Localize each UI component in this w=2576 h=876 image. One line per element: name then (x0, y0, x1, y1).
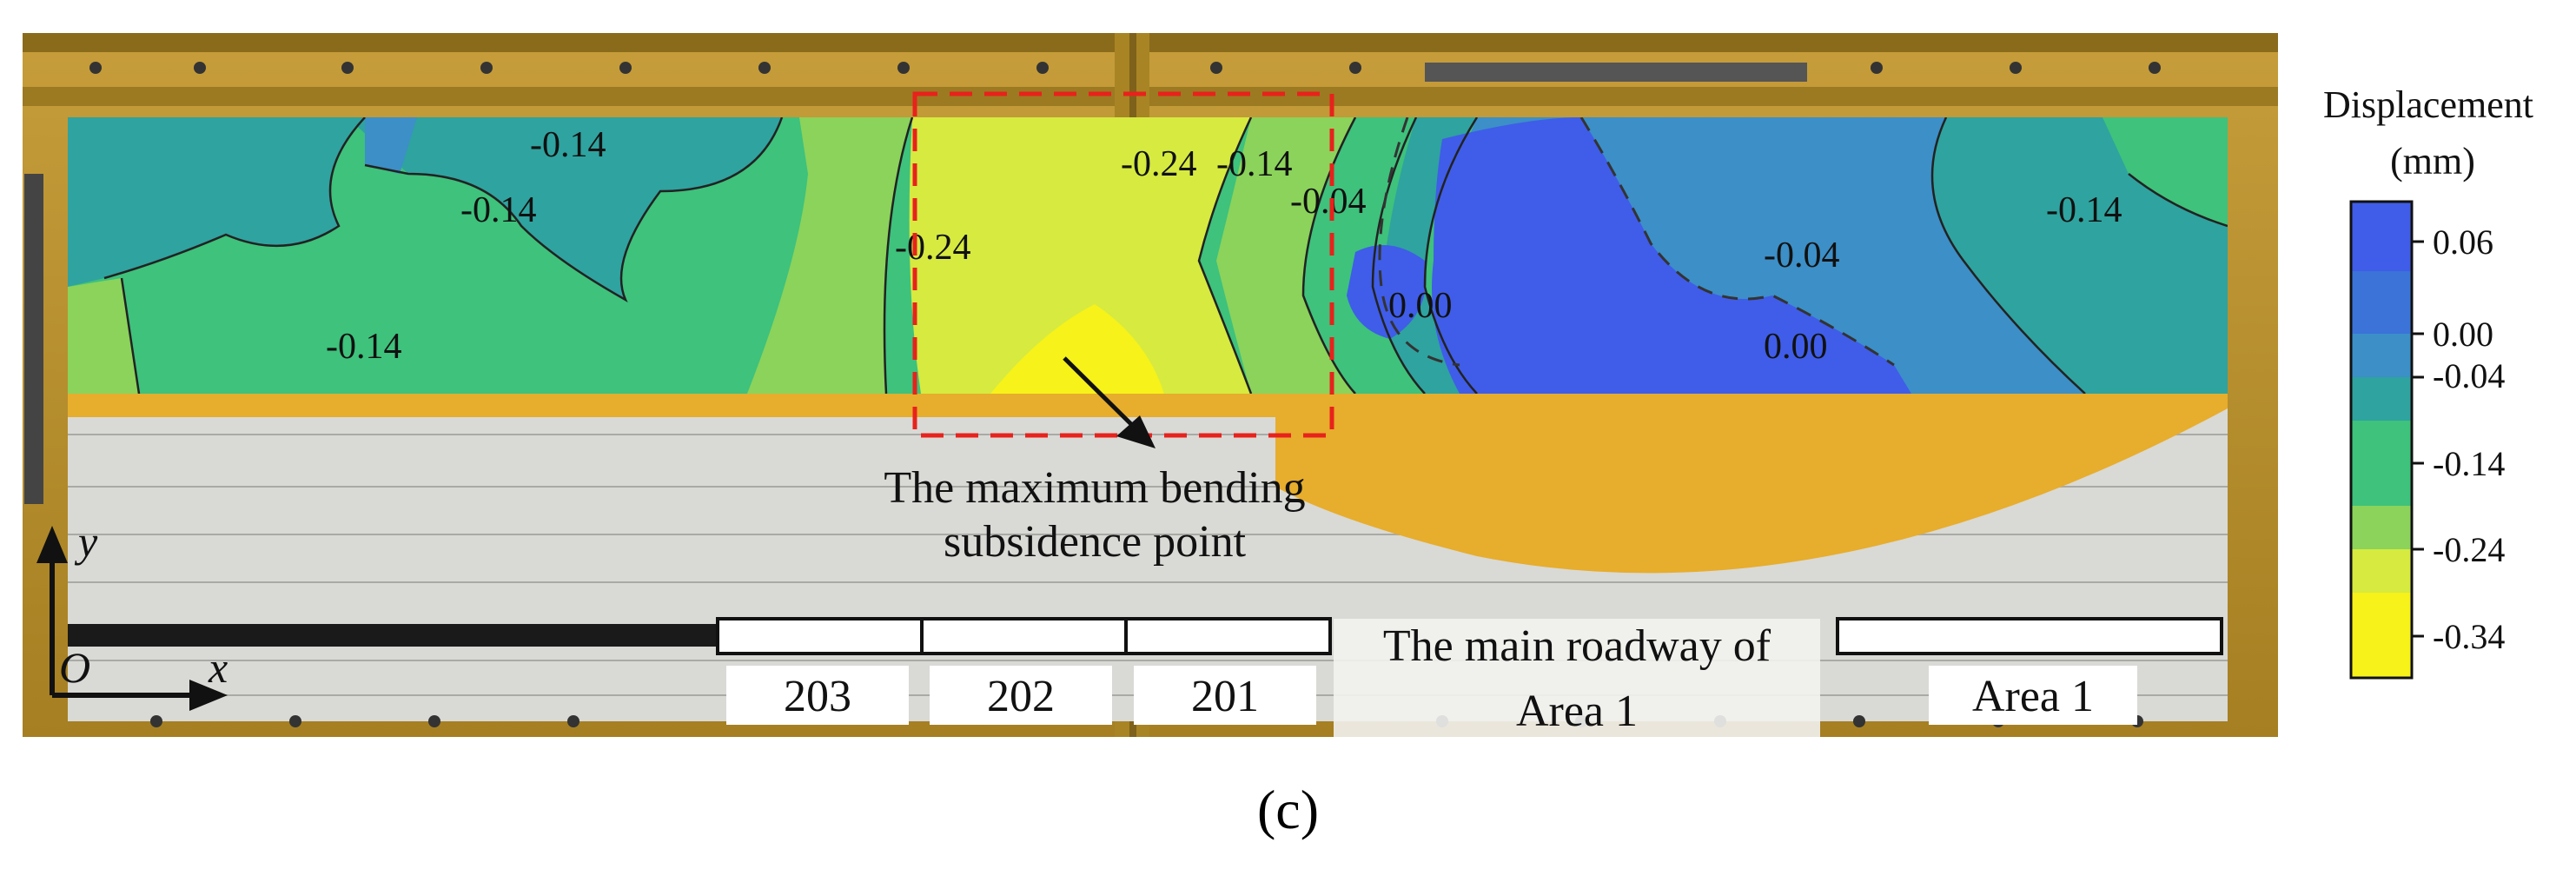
coordinate-axes: y O x (36, 517, 228, 711)
colorbar-tick-label: 0.00 (2433, 315, 2493, 354)
colorbar-title: Displacement (2323, 83, 2533, 126)
x-axis-label: x (208, 643, 228, 692)
annotation-text: The maximum bending subsidence point (884, 463, 1305, 567)
x-axis-arrow-icon (189, 680, 228, 711)
contour-band-positive-spot (1347, 245, 1427, 339)
colorbar-tick-label: 0.06 (2433, 222, 2493, 262)
contour-label: -0.04 (1764, 236, 1840, 275)
colorbar-swatch (2351, 593, 2412, 678)
main-roadway-box (1334, 619, 1820, 737)
annotation-arrow (1063, 356, 1156, 448)
panel-203-box (726, 666, 909, 725)
panel-bar (716, 617, 1332, 655)
main-roadway-label-line-1: The main roadway of (1383, 621, 1771, 671)
colorbar-tick-label: -0.34 (2433, 617, 2505, 656)
y-axis-label: y (74, 517, 98, 566)
area-1-box (1929, 666, 2137, 725)
area-1-label: Area 1 (1972, 672, 2094, 721)
contour-label: -0.14 (326, 327, 402, 367)
colorbar-swatch (2351, 549, 2412, 593)
contour-label: -0.14 (530, 125, 606, 165)
contour-band-transition (1216, 117, 1355, 394)
colorbar-tick-label: -0.04 (2433, 356, 2505, 395)
colorbar-tick-label: -0.24 (2433, 530, 2505, 569)
panel-202-label: 202 (987, 672, 1055, 721)
displacement-contour-map (68, 117, 2228, 394)
colorbar-swatch (2351, 506, 2412, 549)
colorbar-swatch (2351, 202, 2412, 271)
panel-203-label: 203 (784, 672, 851, 721)
colorbar-swatch (2351, 271, 2412, 334)
area-1: Area 1 (1836, 617, 2223, 725)
contour-band-blue-spot (365, 117, 417, 174)
colorbar-unit: (mm) (2390, 140, 2475, 182)
colorbar-swatch (2351, 421, 2412, 506)
contour-band-positive-main (1432, 117, 1911, 394)
panel-201-label: 201 (1191, 672, 1259, 721)
colorbar: Displacement (mm) 0.06 0.00 -0.04 -0.14 … (2323, 83, 2533, 680)
frame-top-rail (23, 33, 2278, 52)
working-panels: 203 202 201 (716, 617, 1332, 725)
contour-band-minus-0.24 (909, 117, 1251, 394)
subsidence-zone (1275, 391, 2228, 574)
main-roadway-label-line-2: Area 1 (1516, 687, 1638, 736)
y-axis-arrow-icon (36, 526, 68, 563)
contour-label: 0.00 (1388, 286, 1453, 326)
annotation-line-2: subsidence point (944, 517, 1247, 567)
contour-label: -0.24 (895, 228, 971, 268)
max-subsidence-region-box (912, 91, 1334, 438)
sand-strip (68, 391, 1275, 417)
colorbar-swatch (2351, 377, 2412, 421)
main-roadway: The main roadway of Area 1 (1334, 619, 1820, 737)
zero-displacement-dashed-line (1378, 117, 1895, 367)
contour-band-green-right (2103, 117, 2228, 226)
figure-caption: (c) (1256, 779, 1320, 840)
contour-band-teal-upper (348, 117, 782, 300)
colorbar-swatch (2351, 334, 2412, 377)
contour-band-green-left (68, 278, 139, 394)
panel-201-box (1134, 666, 1316, 725)
area-1-bar (1836, 617, 2223, 655)
contour-label: -0.04 (1290, 182, 1367, 222)
annotation-line-1: The maximum bending (884, 463, 1305, 513)
colorbar-tick-label: -0.14 (2433, 444, 2505, 483)
contour-label: -0.24 (1121, 144, 1197, 184)
panel-202-box (930, 666, 1112, 725)
contour-label: -0.14 (460, 190, 537, 230)
contour-value-labels: -0.14 -0.14 -0.14 -0.24 -0.24 -0.14 -0.0… (326, 125, 2122, 367)
contour-label: 0.00 (1764, 327, 1828, 367)
left-clamp-bar (24, 174, 43, 504)
contour-label: -0.14 (2046, 190, 2122, 230)
origin-label: O (59, 643, 90, 692)
contour-label: -0.14 (1216, 144, 1293, 184)
colorbar-frame (2349, 200, 2414, 680)
contour-band-minus-0.34 (990, 304, 1164, 394)
top-clamp-bar (1425, 63, 1807, 82)
frame-inner-rail (23, 87, 2278, 106)
contour-band-light-green (747, 117, 912, 394)
